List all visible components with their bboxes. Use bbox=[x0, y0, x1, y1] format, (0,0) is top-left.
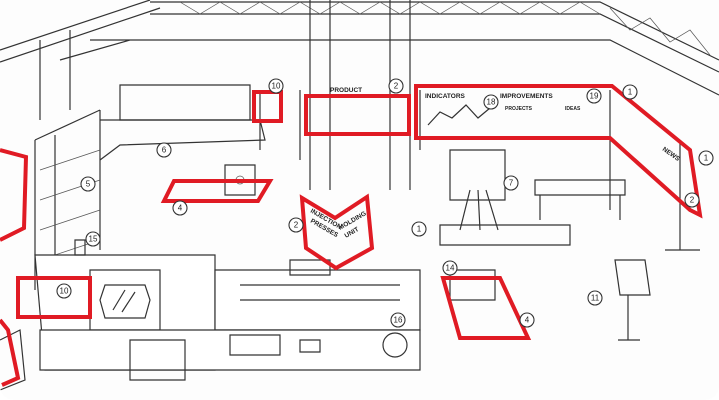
marker: 5 bbox=[80, 176, 96, 192]
marker: 2 bbox=[388, 78, 404, 94]
marker-label: 10 bbox=[60, 287, 69, 296]
marker: 18 bbox=[483, 94, 499, 110]
marker: 1 bbox=[411, 221, 427, 237]
highlight-board-10 bbox=[252, 90, 283, 123]
highlight-floor-area-14 bbox=[440, 276, 532, 340]
marker: 6 bbox=[156, 142, 172, 158]
marker-label: 6 bbox=[162, 146, 167, 155]
highlight-floor-area-4 bbox=[160, 179, 274, 203]
marker-label: 18 bbox=[487, 98, 496, 107]
news-sign: NEWS bbox=[661, 146, 682, 163]
marker-label: 4 bbox=[178, 204, 183, 213]
projects-sign: PROJECTS bbox=[505, 106, 533, 112]
marker-label: 16 bbox=[394, 316, 403, 325]
indicators-sign: INDICATORS bbox=[425, 93, 466, 100]
marker: 2 bbox=[288, 217, 304, 233]
marker-label: 2 bbox=[690, 196, 695, 205]
marker: 11 bbox=[587, 290, 603, 306]
marker: 19 bbox=[586, 88, 602, 104]
marker: 10 bbox=[268, 78, 284, 94]
marker-label: 19 bbox=[590, 92, 599, 101]
marker-label: 2 bbox=[394, 82, 399, 91]
marker-label: 5 bbox=[86, 180, 91, 189]
marker: 15 bbox=[85, 231, 101, 247]
marker: 1 bbox=[698, 150, 714, 166]
marker-label: 1 bbox=[704, 154, 709, 163]
marker-label: 11 bbox=[591, 294, 600, 303]
improvements-sign: IMPROVEMENTS bbox=[500, 93, 553, 100]
marker-label: 14 bbox=[446, 264, 455, 273]
marker-label: 4 bbox=[525, 316, 530, 325]
marker-label: 2 bbox=[294, 221, 299, 230]
highlight-left-board bbox=[0, 148, 29, 242]
marker-label: 1 bbox=[417, 225, 422, 234]
highlight-press-signs bbox=[299, 193, 375, 271]
sign-texts: PRODUCT INDICATORS IMPROVEMENTS PROJECTS… bbox=[309, 87, 681, 240]
number-markers: 10 2 18 19 1 6 5 4 7 2 1 15 10 14 4 11 1… bbox=[56, 78, 714, 328]
ideas-sign: IDEAS bbox=[565, 106, 581, 112]
marker: 4 bbox=[172, 200, 188, 216]
marker-label: 15 bbox=[89, 235, 98, 244]
injection-press-machine bbox=[0, 239, 496, 391]
marker: 4 bbox=[519, 312, 535, 328]
highlight-product-board bbox=[304, 94, 411, 136]
product-sign: PRODUCT bbox=[330, 87, 362, 94]
highlight-control-10 bbox=[16, 276, 92, 319]
marker: 2 bbox=[684, 192, 700, 208]
marker: 16 bbox=[390, 312, 406, 328]
indicator-trend-line bbox=[427, 104, 491, 126]
highlight-left-bottom bbox=[0, 318, 21, 387]
marker-label: 10 bbox=[272, 82, 281, 91]
marker-label: 7 bbox=[509, 179, 514, 188]
marker: 10 bbox=[56, 283, 72, 299]
marker: 1 bbox=[622, 84, 638, 100]
marker: 14 bbox=[442, 260, 458, 276]
marker: 7 bbox=[503, 175, 519, 191]
marker-label: 1 bbox=[628, 88, 633, 97]
